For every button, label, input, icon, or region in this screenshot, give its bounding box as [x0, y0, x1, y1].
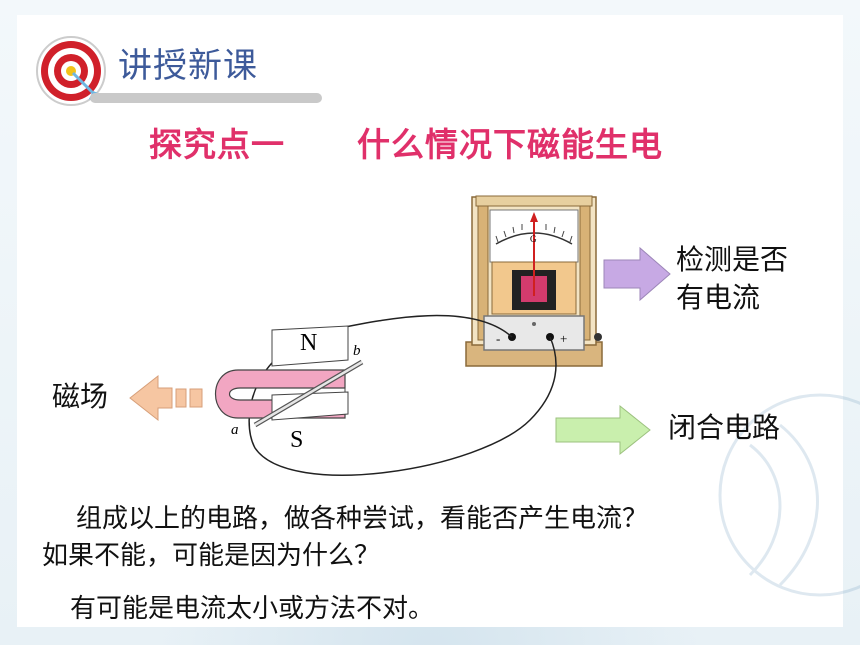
- header-underline-bar: [90, 93, 322, 103]
- closed-circuit-label: 闭合电路: [668, 411, 781, 444]
- gauge-letter: G: [530, 234, 537, 244]
- watermark-decoration: [718, 393, 860, 597]
- galvanometer: - + G: [465, 195, 603, 367]
- terminal-minus-label: -: [496, 331, 500, 346]
- wire-end-b-label: b: [353, 343, 361, 359]
- slide-page: [17, 15, 843, 627]
- question-line1: 组成以上的电路，做各种尝试，看能否产生电流？: [76, 504, 649, 534]
- answer-text: 有可能是电流太小或方法不对。: [70, 594, 435, 624]
- detect-label-line1: 检测是否: [676, 243, 789, 276]
- terminal-plus-label: +: [560, 331, 567, 346]
- section-heading-right: 什么情况下磁能生电: [357, 125, 663, 164]
- wire-end-a-label: a: [231, 422, 239, 438]
- south-pole-label: S: [290, 427, 303, 453]
- arrow-right-green: [555, 404, 651, 456]
- arrow-right-purple: [603, 246, 671, 302]
- section-heading: 探究点一 什么情况下磁能生电: [149, 118, 663, 166]
- section-heading-left: 探究点一: [149, 125, 285, 164]
- header-title: 讲授新课: [118, 46, 258, 86]
- north-pole-label: N: [300, 330, 317, 356]
- circuit-wire-loop: [248, 314, 557, 476]
- magnetic-field-label: 磁场: [52, 380, 109, 413]
- detect-label-line2: 有电流: [676, 281, 761, 314]
- arrow-left-orange: [129, 374, 203, 422]
- horseshoe-magnet: [215, 325, 349, 421]
- question-line2: 如果不能，可能是因为什么？: [42, 541, 381, 571]
